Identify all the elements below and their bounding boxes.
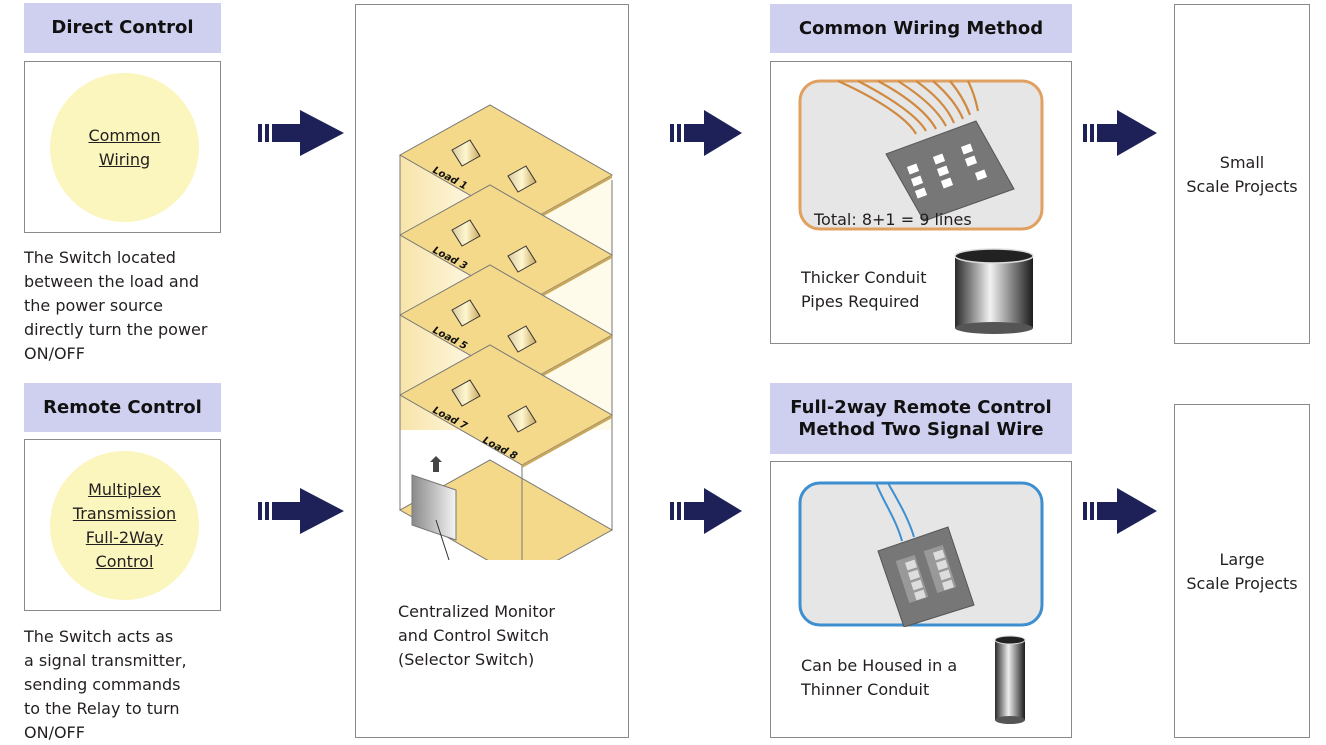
direct-control-header: Direct Control — [24, 3, 221, 53]
light-switch-icon — [507, 165, 537, 193]
common-wiring-circle: Common Wiring — [50, 73, 199, 222]
thicker-conduit-label: Thicker Conduit Pipes Required — [801, 268, 927, 311]
thick-conduit-icon — [954, 248, 1034, 334]
multiplex-circle: Multiplex Transmission Full-2Way Control — [50, 451, 199, 600]
light-switch-icon — [451, 299, 481, 327]
large-scale-box: Large Scale Projects — [1174, 404, 1310, 738]
up-arrow-icon — [430, 456, 442, 472]
arrow-icon — [258, 110, 344, 156]
total-lines-label: Total: 8+1 = 9 lines — [814, 210, 972, 229]
direct-control-box: Common Wiring — [24, 61, 221, 233]
arrow-icon — [258, 488, 344, 534]
light-switch-icon — [507, 405, 537, 433]
full2way-method-header: Full-2way Remote Control Method Two Sign… — [770, 383, 1072, 454]
arrow-icon — [1083, 488, 1157, 534]
common-method-header: Common Wiring Method — [770, 4, 1072, 53]
remote-control-box: Multiplex Transmission Full-2Way Control — [24, 439, 221, 611]
arrow-icon — [670, 488, 742, 534]
full2way-method-box: Can be Housed in a Thinner Conduit — [770, 461, 1072, 738]
arrow-icon — [1083, 110, 1157, 156]
light-switch-icon — [507, 245, 537, 273]
thinner-conduit-label: Can be Housed in a Thinner Conduit — [801, 656, 958, 699]
common-method-box: Total: 8+1 = 9 lines Thicker Conduit Pip… — [770, 61, 1072, 344]
common-wiring-label: Common Wiring — [88, 125, 161, 169]
light-switch-icon — [451, 219, 481, 247]
switch-plate — [877, 526, 975, 627]
selector-switch-panel — [411, 474, 457, 541]
small-scale-box: Small Scale Projects — [1174, 4, 1310, 344]
light-switch-icon — [507, 325, 537, 353]
light-switch-icon — [451, 139, 481, 167]
selector-switch-caption: Centralized Monitor and Control Switch (… — [398, 602, 556, 669]
remote-control-description: The Switch acts as a signal transmitter,… — [24, 627, 187, 742]
full2way-illustration — [798, 481, 1044, 627]
remote-control-header: Remote Control — [24, 383, 221, 432]
light-switch-icon — [451, 379, 481, 407]
small-scale-label: Small Scale Projects — [1186, 153, 1298, 196]
thin-conduit-icon — [994, 635, 1026, 724]
large-scale-label: Large Scale Projects — [1186, 550, 1298, 593]
direct-control-description: The Switch located between the load and … — [24, 248, 208, 363]
arrow-icon — [670, 110, 742, 156]
multiplex-label: Multiplex Transmission Full-2Way Control — [72, 479, 177, 571]
common-wiring-illustration — [798, 79, 1044, 231]
